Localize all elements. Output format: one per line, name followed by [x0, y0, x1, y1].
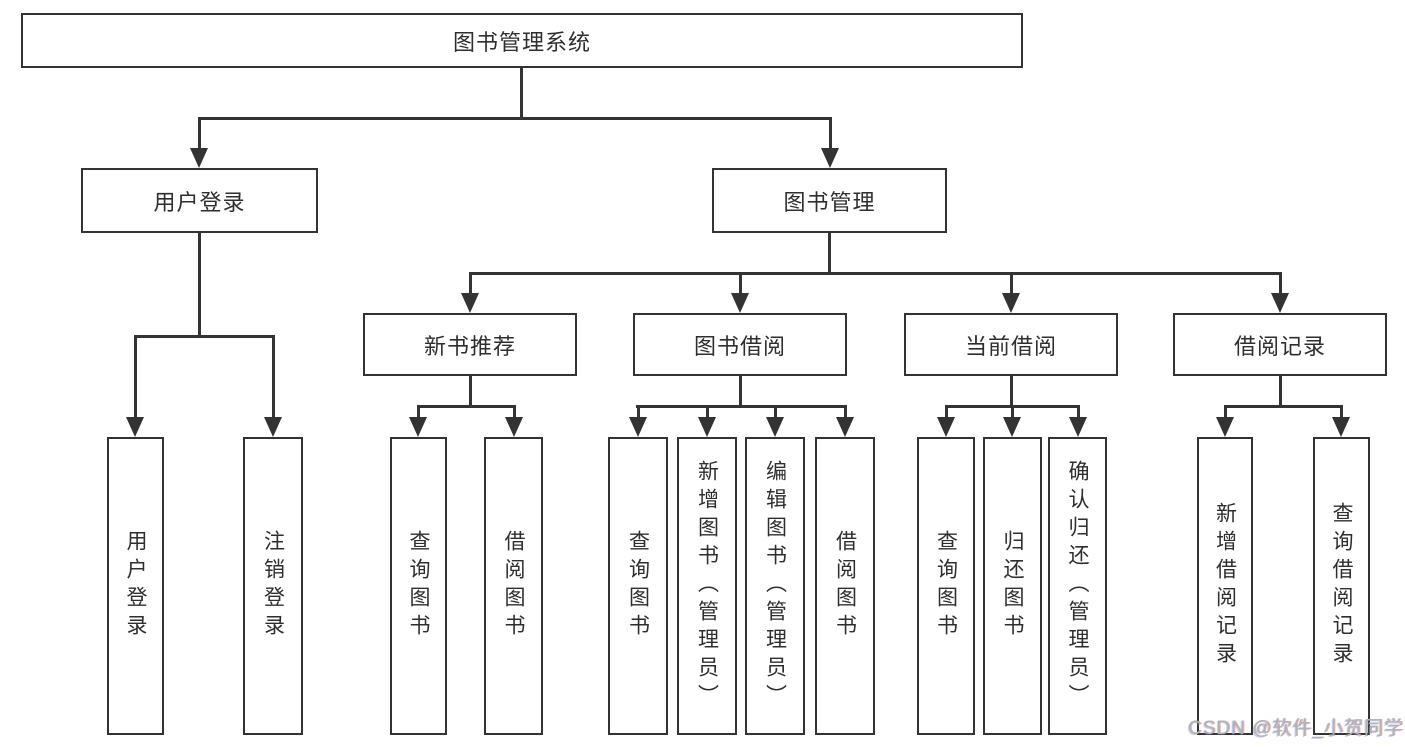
leaf-edit-books-admin: 编辑图书（管理员） [745, 437, 805, 735]
connector-leaf-stem [417, 405, 420, 421]
arrow-down-icon [1332, 417, 1350, 437]
node-library-system: 图书管理系统 [21, 13, 1023, 68]
arrow-down-icon [409, 417, 427, 437]
arrow-down-icon [1069, 417, 1087, 437]
connector-to-new-book [469, 272, 472, 297]
arrow-down-icon [264, 417, 282, 437]
arrow-down-icon [731, 293, 749, 313]
connector-root-split [198, 117, 832, 120]
leaf-query-books-current-label: 查询图书 [934, 530, 958, 642]
arrow-down-icon [1216, 417, 1234, 437]
connector-leaf-stem [1077, 405, 1080, 421]
node-book-management: 图书管理 [712, 168, 947, 233]
connector-to-leaf-user-login [134, 335, 137, 419]
connector-leaf-stem [945, 405, 948, 421]
connector-new-book-split [417, 405, 516, 408]
leaf-confirm-return-admin: 确认归还（管理员） [1048, 437, 1107, 735]
leaf-add-borrow-record-label: 新增借阅记录 [1213, 502, 1237, 670]
connector-leaf-stem [513, 405, 516, 421]
leaf-return-books: 归还图书 [983, 437, 1042, 735]
node-user-login: 用户登录 [81, 168, 318, 233]
connector-book-borrow-stem [739, 376, 742, 407]
arrow-down-icon [698, 417, 716, 437]
connector-leaf-stem [1011, 405, 1014, 421]
node-book-borrow-label: 图书借阅 [693, 333, 786, 359]
connector-book-borrow-split [636, 405, 846, 408]
connector-to-current-borrow [1010, 272, 1013, 297]
leaf-query-borrow-record-label: 查询借阅记录 [1330, 502, 1353, 670]
node-current-borrow-label: 当前借阅 [964, 333, 1057, 359]
arrow-down-icon [190, 148, 208, 168]
leaf-logout: 注销登录 [243, 437, 303, 735]
leaf-add-borrow-record: 新增借阅记录 [1197, 437, 1253, 735]
arrow-down-icon [937, 417, 955, 437]
node-current-borrow: 当前借阅 [904, 313, 1118, 376]
leaf-user-login: 用户登录 [107, 437, 164, 735]
leaf-query-borrow-record: 查询借阅记录 [1313, 437, 1370, 735]
leaf-query-books-borrow-label: 查询图书 [626, 530, 650, 642]
leaf-borrow-books-recommend-label: 借阅图书 [502, 530, 525, 642]
connector-to-borrow-records [1279, 272, 1282, 297]
leaf-confirm-return-admin-label: 确认归还（管理员） [1066, 460, 1089, 712]
watermark: CSDN @软件_小贺同学 [1188, 718, 1404, 739]
connector-user-login-split [134, 335, 275, 338]
connector-user-login-stem [198, 233, 201, 337]
arrow-down-icon [1271, 293, 1289, 313]
node-book-management-label: 图书管理 [783, 189, 876, 215]
leaf-query-books-recommend: 查询图书 [390, 437, 447, 735]
leaf-query-books-recommend-label: 查询图书 [407, 530, 430, 642]
arrow-down-icon [821, 148, 839, 168]
arrow-down-icon [126, 417, 144, 437]
node-library-system-label: 图书管理系统 [452, 29, 591, 55]
connector-leaf-stem [1224, 405, 1227, 421]
leaf-query-books-borrow: 查询图书 [608, 437, 668, 735]
arrow-down-icon [461, 293, 479, 313]
connector-to-leaf-logout [272, 335, 275, 419]
node-new-book-recommend-label: 新书推荐 [423, 333, 516, 359]
node-borrow-records-label: 借阅记录 [1233, 333, 1326, 359]
connector-leaf-stem [637, 405, 640, 421]
arrow-down-icon [836, 417, 854, 437]
connector-to-book-management [829, 117, 832, 153]
connector-book-management-stem [828, 233, 831, 274]
connector-borrow-records-split [1224, 405, 1342, 408]
node-new-book-recommend: 新书推荐 [363, 313, 577, 376]
connector-to-book-borrow [739, 272, 742, 297]
node-borrow-records: 借阅记录 [1173, 313, 1387, 376]
leaf-borrow-books-label: 借阅图书 [833, 530, 857, 642]
arrow-down-icon [505, 417, 523, 437]
node-user-login-label: 用户登录 [153, 189, 246, 215]
connector-leaf-stem [706, 405, 709, 421]
leaf-borrow-books: 借阅图书 [815, 437, 875, 735]
leaf-logout-label: 注销登录 [261, 530, 285, 642]
arrow-down-icon [1002, 293, 1020, 313]
connector-book-management-split [469, 272, 1282, 275]
connector-to-user-login [198, 117, 201, 153]
leaf-edit-books-admin-label: 编辑图书（管理员） [763, 460, 787, 712]
connector-borrow-records-stem [1279, 376, 1282, 407]
leaf-add-books-admin-label: 新增图书（管理员） [695, 460, 719, 712]
connector-leaf-stem [1340, 405, 1343, 421]
connector-leaf-stem [844, 405, 847, 421]
leaf-add-books-admin: 新增图书（管理员） [677, 437, 737, 735]
arrow-down-icon [766, 417, 784, 437]
arrow-down-icon [1003, 417, 1021, 437]
leaf-borrow-books-recommend: 借阅图书 [484, 437, 543, 735]
connector-current-borrow-stem [1010, 376, 1013, 407]
connector-root-stem [520, 68, 523, 118]
node-book-borrow: 图书借阅 [633, 313, 847, 376]
leaf-user-login-label: 用户登录 [124, 530, 147, 642]
arrow-down-icon [629, 417, 647, 437]
leaf-return-books-label: 归还图书 [1001, 530, 1024, 642]
connector-leaf-stem [774, 405, 777, 421]
connector-new-book-stem [469, 376, 472, 407]
leaf-query-books-current: 查询图书 [917, 437, 975, 735]
